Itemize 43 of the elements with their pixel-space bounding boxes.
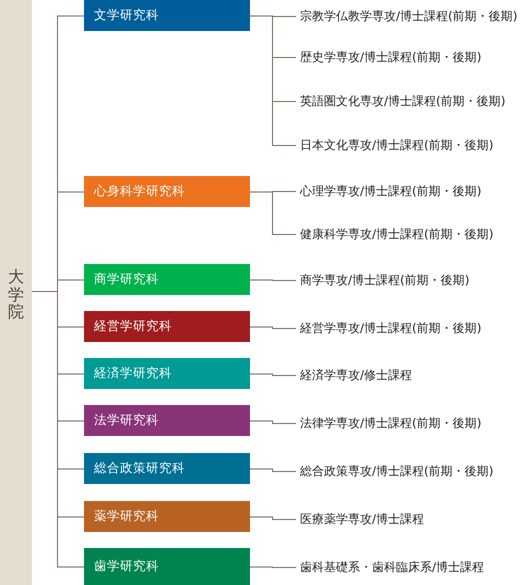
department-box — [84, 0, 250, 31]
course-text: 経済学専攻/修士課程 — [300, 365, 531, 385]
course-text: 心理学専攻/博士課程(前期・後期) — [300, 181, 531, 201]
connector-line — [250, 16, 296, 146]
connector-line — [250, 566, 296, 568]
connector-line — [250, 468, 296, 472]
department-name: 心身科学研究科 — [94, 183, 185, 200]
course-text: 歯科基礎系・歯科臨床系/博士課程 — [300, 557, 531, 577]
department-name: 商学研究科 — [94, 271, 159, 288]
department-box — [84, 453, 250, 484]
department-box — [84, 311, 250, 342]
department-box — [84, 264, 250, 295]
connector-line — [32, 291, 84, 568]
department-name: 歯学研究科 — [94, 558, 159, 575]
course-text: 歴史学専攻/博士課程(前期・後期) — [300, 47, 531, 67]
department-box — [84, 405, 250, 436]
course-text: 宗教学仏教学専攻/博士課程(前期・後期) — [300, 6, 531, 26]
course-text: 総合政策専攻/博士課程(前期・後期) — [300, 461, 531, 481]
course-text: 健康科学専攻/博士課程(前期・後期) — [300, 224, 531, 244]
connector-line — [250, 420, 296, 424]
department-name: 経済学研究科 — [94, 365, 172, 382]
course-text: 英語圏文化専攻/博士課程(前期・後期) — [300, 91, 531, 111]
department-name: 薬学研究科 — [94, 508, 159, 525]
department-box — [84, 176, 250, 207]
course-text: 商学専攻/博士課程(前期・後期) — [300, 270, 531, 290]
connector-line — [250, 280, 296, 281]
connector-line — [250, 516, 296, 520]
department-name: 総合政策研究科 — [94, 460, 185, 477]
department-name: 法学研究科 — [94, 412, 159, 429]
department-box — [84, 358, 250, 389]
connector-line — [250, 192, 296, 235]
course-text: 経営学専攻/博士課程(前期・後期) — [300, 318, 531, 338]
course-text: 医療薬学専攻/博士課程 — [300, 509, 531, 529]
department-box — [84, 548, 250, 585]
course-text: 法律学専攻/博士課程(前期・後期) — [300, 413, 531, 433]
department-name: 文学研究科 — [94, 7, 159, 24]
department-box — [84, 501, 250, 532]
course-text: 日本文化専攻/博士課程(前期・後期) — [300, 135, 531, 155]
vertical-label: 大学院 — [8, 268, 24, 321]
side-band — [0, 0, 32, 585]
department-name: 経営学研究科 — [94, 318, 172, 335]
connector-line — [250, 326, 296, 329]
connector-line — [250, 374, 296, 376]
